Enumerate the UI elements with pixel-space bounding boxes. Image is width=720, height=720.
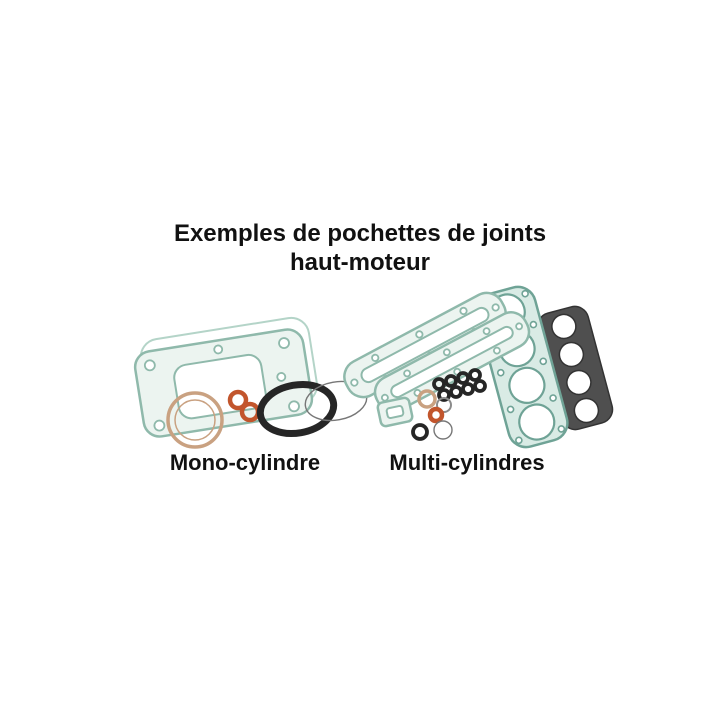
page-title: Exemples de pochettes de joints haut-mot… [0, 219, 720, 277]
page-title-line2: haut-moteur [290, 249, 430, 276]
multi-head-gasket-metal [536, 305, 614, 431]
multi-cover-gasket-lower [373, 311, 531, 413]
mono-paper-ring [166, 391, 224, 449]
multi-valve-stem-seals [432, 368, 487, 402]
page-title-line1: Exemples de pochettes de joints [173, 220, 547, 247]
mono-black-oring [256, 381, 338, 437]
mono-cylinder-gasket-set [133, 316, 368, 449]
multi-cylinder-label: Multi-cylindres [389, 450, 545, 475]
multi-small-rings [411, 389, 453, 441]
multi-small-gasket [376, 396, 414, 428]
mono-base-gasket [133, 328, 314, 438]
mono-cylinder-label: Mono-cylindre [169, 450, 321, 475]
multi-cylinder-gasket-set [343, 285, 614, 449]
